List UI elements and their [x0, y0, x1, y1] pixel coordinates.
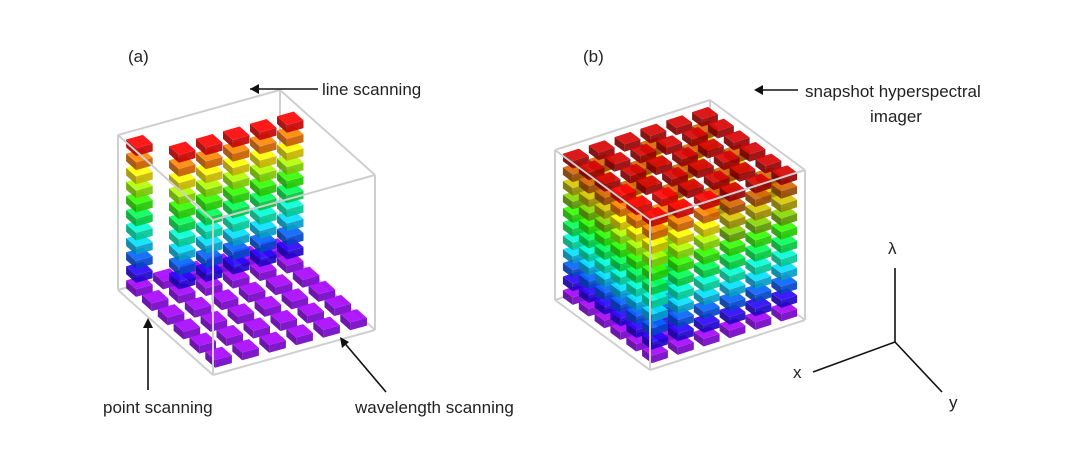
box-edge	[117, 134, 214, 221]
spectral-voxel	[277, 111, 304, 133]
y-axis	[894, 341, 943, 393]
spectral-voxel	[692, 106, 718, 127]
spectral-voxel	[308, 280, 336, 302]
spectral-voxel	[636, 175, 663, 196]
spectral-voxel	[755, 153, 782, 174]
arrowhead-icon	[754, 85, 763, 95]
box-edge	[649, 169, 806, 221]
snapshot-label-line2: imager	[870, 107, 922, 126]
box-edge	[709, 99, 806, 171]
box-edge	[212, 174, 376, 221]
spectral-voxel	[588, 140, 615, 161]
spectral-voxel	[227, 303, 255, 325]
panel-b-label: (b)	[583, 47, 604, 66]
spectral-voxel	[682, 126, 708, 147]
box-edge	[554, 299, 651, 371]
spectral-voxel	[666, 115, 693, 136]
box-edge	[554, 149, 651, 221]
spectral-voxel	[713, 150, 740, 171]
spectral-voxel	[614, 131, 641, 152]
arrowhead-icon	[143, 318, 153, 328]
spectral-voxel	[313, 316, 340, 338]
panel-a-label: (a)	[128, 47, 149, 66]
point-scanning-label: point scanning	[103, 398, 213, 417]
spectral-voxel	[157, 304, 185, 326]
spectral-voxel	[656, 135, 683, 156]
spectral-voxel	[216, 324, 243, 347]
spectral-voxel	[693, 190, 720, 211]
spectral-voxel	[687, 158, 714, 179]
spectral-voxel	[265, 274, 293, 296]
spectral-voxel	[254, 295, 282, 317]
spectral-voxel	[142, 289, 169, 312]
spectral-voxel	[189, 332, 216, 354]
spectral-voxel	[620, 163, 647, 184]
spectral-voxel	[729, 161, 756, 182]
line-scanning-label: line scanning	[322, 80, 421, 99]
spectral-voxel	[223, 126, 250, 148]
box-edge	[554, 99, 711, 151]
spectral-voxel	[707, 118, 734, 139]
spectral-voxel	[677, 178, 704, 199]
spectral-voxel	[604, 151, 631, 172]
spectral-voxel	[340, 309, 367, 331]
box-edge	[212, 329, 376, 376]
spectral-voxel	[693, 285, 720, 306]
spectral-voxel	[286, 324, 313, 346]
spectral-voxel	[745, 173, 772, 194]
spectral-voxel	[640, 123, 667, 144]
box-edge	[279, 89, 376, 176]
spectral-voxel	[652, 186, 678, 207]
spectral-voxel	[196, 134, 223, 156]
box-edge	[117, 289, 214, 376]
spectral-voxel	[259, 331, 286, 353]
spectral-voxel	[270, 309, 297, 332]
spectral-voxel	[250, 119, 277, 141]
spectral-voxel	[662, 166, 688, 187]
spectral-voxel	[292, 266, 320, 288]
spectral-voxel	[238, 281, 266, 303]
spectral-voxel	[739, 141, 766, 162]
spectral-voxel	[281, 288, 309, 310]
lambda-axis-label: λ	[888, 239, 897, 258]
spectral-voxel	[723, 130, 750, 151]
spectral-voxel	[184, 296, 212, 318]
spectral-voxel	[630, 143, 657, 164]
spectral-voxel	[646, 155, 673, 176]
spectral-voxel	[169, 141, 196, 163]
box-edge	[117, 89, 281, 136]
x-axis	[812, 341, 896, 373]
arrowhead-icon	[340, 337, 349, 348]
y-axis-label: y	[949, 393, 958, 412]
panel-a-cube	[117, 89, 376, 376]
spectral-voxel	[771, 165, 798, 186]
panel-b-cube	[554, 99, 806, 371]
spectral-voxel	[232, 339, 259, 361]
wavelength-scanning-label: wavelength scanning	[354, 398, 514, 417]
x-axis-label: x	[793, 363, 802, 382]
wavelength-scanning-arrow	[341, 339, 387, 393]
spectral-voxel	[324, 294, 351, 317]
snapshot-label-line1: snapshot hyperspectral	[805, 82, 981, 101]
arrowhead-icon	[250, 84, 259, 94]
box-edge	[649, 319, 806, 371]
spectral-voxel	[672, 146, 698, 167]
coordinate-axes: λ x y	[793, 239, 958, 412]
spectral-voxel	[703, 170, 730, 191]
spectral-voxel	[297, 302, 324, 324]
spectral-voxel	[697, 138, 724, 159]
spectral-voxel	[667, 198, 694, 219]
spectral-voxel	[211, 289, 239, 311]
spectral-voxel	[173, 318, 201, 340]
spectral-voxel	[243, 317, 270, 339]
